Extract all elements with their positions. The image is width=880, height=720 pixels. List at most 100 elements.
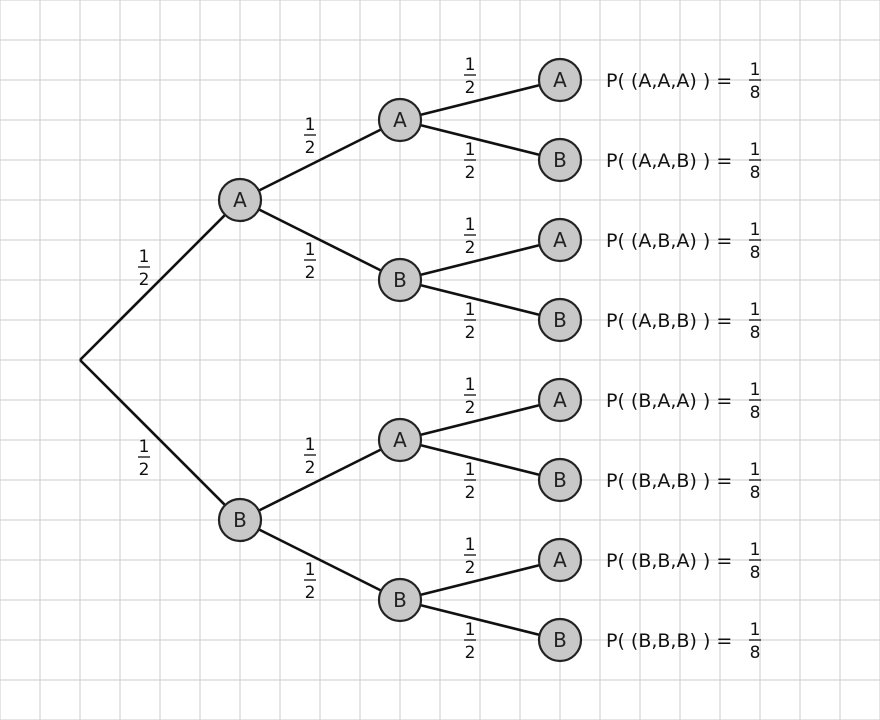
node-label: A <box>553 388 567 412</box>
outcome-aba: P( (A,B,A) ) = 1 8 <box>606 220 761 263</box>
fraction-denominator: 2 <box>305 458 316 478</box>
fraction-numerator: 1 <box>465 140 476 160</box>
outcome-aab: P( (A,A,B) ) =18 <box>606 140 761 183</box>
tree-node-aaa: A <box>537 57 583 103</box>
node-circle <box>217 497 263 543</box>
outcome-fraction-denominator: 8 <box>750 243 761 263</box>
outcome-expression: P( (B,B,B) ) = <box>606 630 732 652</box>
node-label: B <box>553 468 567 492</box>
node-label: B <box>393 268 407 292</box>
tree-node-aba: A <box>537 217 583 263</box>
branch-edge-ba <box>258 448 382 512</box>
outcome-expression: P( (A,A,A) ) = <box>606 70 732 92</box>
fraction-denominator: 2 <box>139 460 150 480</box>
fraction-denominator: 2 <box>465 163 476 183</box>
branch-probability-bba: 12 <box>464 535 476 578</box>
outcome-expression: P( (B,A,B) ) = <box>606 470 732 492</box>
fraction-numerator: 1 <box>139 247 150 267</box>
node-circle <box>537 537 583 583</box>
branch-edge-bb <box>258 528 382 592</box>
node-label: B <box>553 308 567 332</box>
fraction-denominator: 2 <box>305 138 316 158</box>
outcome-bbb: P( (B,B,B) ) =18 <box>606 620 761 663</box>
outcome-expression: P( (A,B,B) ) = <box>606 310 732 332</box>
fraction-denominator: 2 <box>465 483 476 503</box>
node-circle <box>537 297 583 343</box>
node-label: A <box>233 188 247 212</box>
branch-probability-aaa: 12 <box>464 55 476 98</box>
fraction-denominator: 2 <box>465 323 476 343</box>
fraction-denominator: 2 <box>465 78 476 98</box>
fraction-numerator: 1 <box>139 437 150 457</box>
outcome-expression: P( (A,A,B) ) = <box>606 150 732 172</box>
outcome-baa: P( (B,A,A) ) =18 <box>606 380 761 423</box>
branch-edge-bba <box>420 563 540 597</box>
outcome-fraction-numerator: 1 <box>750 460 761 480</box>
tree-node-bb: B <box>377 577 423 623</box>
tree-node-bbb: B <box>537 617 583 663</box>
outcome-fraction-denominator: 8 <box>750 563 761 583</box>
fraction-denominator: 2 <box>465 238 476 258</box>
outcome-fraction-numerator: 1 <box>750 220 761 240</box>
node-circle <box>377 257 423 303</box>
node-label: A <box>553 68 567 92</box>
branch-edge-abb <box>420 283 540 317</box>
fraction-numerator: 1 <box>305 115 316 135</box>
node-circle <box>537 377 583 423</box>
branch-edge-aa <box>258 128 382 192</box>
fraction-numerator: 1 <box>465 620 476 640</box>
outcome-fraction-numerator: 1 <box>750 140 761 160</box>
tree-node-b: B <box>217 497 263 543</box>
outcome-fraction-numerator: 1 <box>750 380 761 400</box>
fraction-denominator: 2 <box>305 263 316 283</box>
fraction-numerator: 1 <box>465 460 476 480</box>
fraction-denominator: 2 <box>465 398 476 418</box>
outcome-fraction-denominator: 8 <box>750 643 761 663</box>
outcome-fraction-denominator: 8 <box>750 323 761 343</box>
tree-node-ba: A <box>377 417 423 463</box>
outcome-aaa: P( (A,A,A) ) =18 <box>606 60 761 103</box>
outcome-fraction-numerator: 1 <box>750 300 761 320</box>
node-circle <box>537 617 583 663</box>
fraction-denominator: 2 <box>465 558 476 578</box>
tree-node-a: A <box>217 177 263 223</box>
node-circle <box>217 177 263 223</box>
outcome-fraction-denominator: 8 <box>750 483 761 503</box>
tree-node-aab: B <box>537 137 583 183</box>
fraction-denominator: 2 <box>465 643 476 663</box>
outcome-expression: P( (A,B,A) ) = <box>606 230 732 252</box>
outcome-abb: P( (A,B,B) ) = 1 8 <box>606 300 761 343</box>
branch-edge-bbb <box>420 603 540 637</box>
tree-node-baa: A <box>537 377 583 423</box>
outcome-expression: P( (B,B,A) ) = <box>606 550 732 572</box>
branch-edge-baa <box>420 403 540 437</box>
branch-probability-baa: 12 <box>464 375 476 418</box>
tree-node-aa: A <box>377 97 423 143</box>
fraction-numerator: 1 <box>305 560 316 580</box>
outcome-bba: P( (B,B,A) ) =18 <box>606 540 761 583</box>
branch-probability-ab: 12 <box>304 240 316 283</box>
branch-probability-aba: 12 <box>464 215 476 258</box>
fraction-numerator: 1 <box>465 375 476 395</box>
outcome-bab: P( (B,A,B) ) = 1 8 <box>606 460 761 503</box>
fraction-denominator: 2 <box>139 270 150 290</box>
node-label: B <box>233 508 247 532</box>
tree-node-abb: B <box>537 297 583 343</box>
branch-edge-bab <box>420 443 540 477</box>
tree-edges <box>79 83 540 637</box>
node-label: A <box>393 428 407 452</box>
node-label: B <box>553 628 567 652</box>
branch-probability-bab: 12 <box>464 460 476 503</box>
branch-edge-ab <box>258 208 382 272</box>
branch-probability-aa: 12 <box>304 115 316 158</box>
node-label: A <box>553 228 567 252</box>
branch-edge-a <box>79 213 227 361</box>
node-circle <box>537 137 583 183</box>
fraction-denominator: 2 <box>305 583 316 603</box>
branch-probability-b: 12 <box>138 437 150 480</box>
